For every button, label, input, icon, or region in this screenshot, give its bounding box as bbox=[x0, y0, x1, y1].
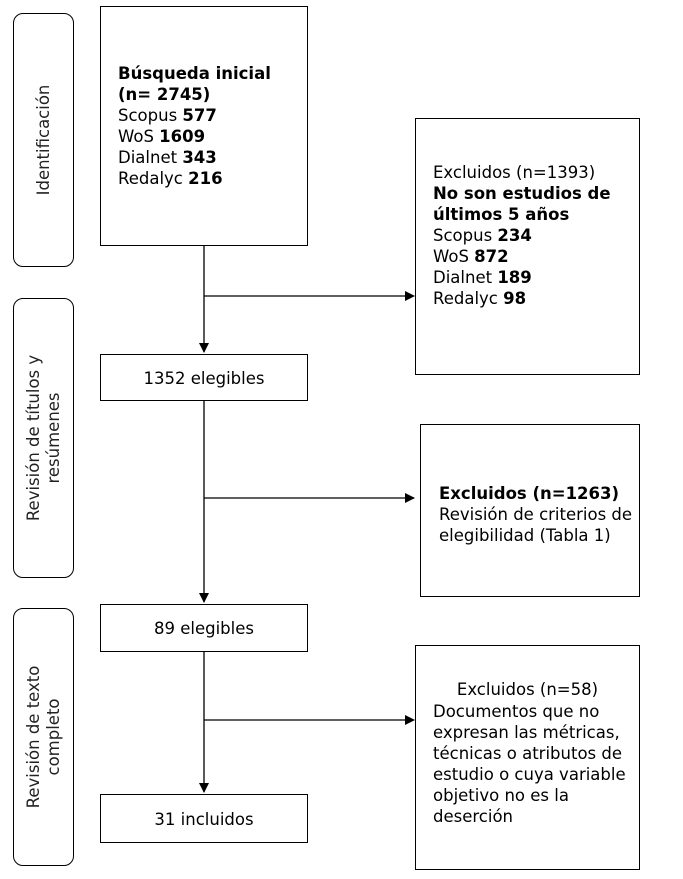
included-box: 31 incluidos bbox=[100, 794, 308, 843]
source-row: WoS 1609 bbox=[118, 127, 206, 146]
source-row: Dialnet 189 bbox=[433, 268, 532, 287]
excluded-box-2: Excluidos (n=1263) Revisión de criterios… bbox=[420, 424, 640, 597]
eligible-1-label: 1352 elegibles bbox=[143, 369, 265, 388]
phase-identification: Identificación bbox=[13, 13, 74, 267]
source-row: Scopus 234 bbox=[433, 226, 532, 245]
included-label: 31 incluidos bbox=[154, 810, 254, 829]
excluded-3-line: expresan las métricas, bbox=[433, 723, 620, 742]
excluded-1-title: Excluidos (n=1393) bbox=[433, 163, 596, 182]
source-row: Redalyc 98 bbox=[433, 289, 527, 308]
excluded-2-line2: elegibilidad (Tabla 1) bbox=[439, 526, 611, 545]
excluded-3-line: estudio o cuya variable bbox=[433, 765, 626, 784]
excluded-box-1: Excluidos (n=1393) No son estudios de úl… bbox=[415, 118, 640, 375]
excluded-box-3: Excluidos (n=58) Documentos que no expre… bbox=[415, 645, 640, 870]
excluded-1-reason-line1: No son estudios de bbox=[433, 184, 611, 203]
excluded-2-line1: Revisión de criterios de bbox=[439, 505, 633, 524]
phase-screening: Revisión de títulos y resúmenes bbox=[13, 298, 74, 578]
source-row: WoS 872 bbox=[433, 247, 509, 266]
initial-search-count: (n= 2745) bbox=[118, 85, 211, 104]
eligible-2-label: 89 elegibles bbox=[154, 619, 254, 638]
excluded-1-reason-line2: últimos 5 años bbox=[433, 205, 570, 224]
initial-search-title: Búsqueda inicial bbox=[118, 64, 271, 83]
excluded-3-line: deserción bbox=[433, 807, 514, 826]
excluded-3-line: Documentos que no bbox=[433, 702, 600, 721]
source-row: Scopus 577 bbox=[118, 106, 217, 125]
phase-fulltext: Revisión de texto completo bbox=[13, 608, 74, 866]
excluded-2-title: Excluidos (n=1263) bbox=[439, 484, 620, 503]
eligible-box-1: 1352 elegibles bbox=[100, 354, 308, 401]
excluded-3-title: Excluidos (n=58) bbox=[456, 680, 599, 699]
eligible-box-2: 89 elegibles bbox=[100, 604, 308, 652]
source-row: Redalyc 216 bbox=[118, 169, 223, 188]
source-row: Dialnet 343 bbox=[118, 148, 217, 167]
excluded-3-line: objetivo no es la bbox=[433, 786, 569, 805]
initial-search-box: Búsqueda inicial (n= 2745) Scopus 577 Wo… bbox=[100, 6, 308, 246]
excluded-3-line: técnicas o atributos de bbox=[433, 744, 623, 763]
